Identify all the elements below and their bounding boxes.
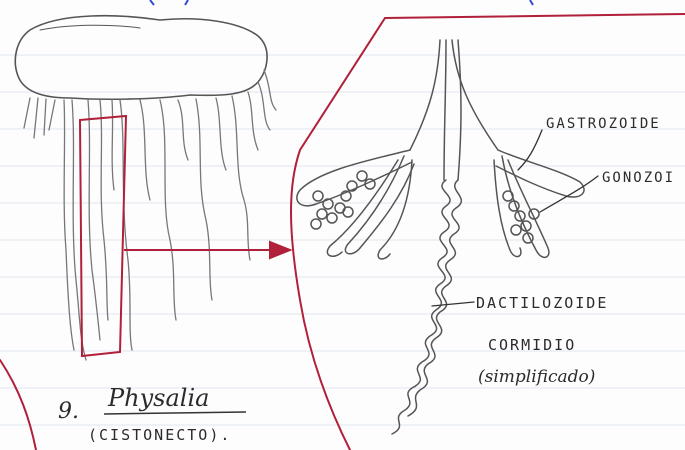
gastrozoide-label: GASTROZOIDE bbox=[546, 116, 661, 132]
physalia-float bbox=[15, 16, 267, 100]
species-name-underline bbox=[104, 412, 246, 414]
cormidio-label: CORMIDIO bbox=[488, 336, 576, 354]
gonozoide-label: GONOZOI bbox=[602, 170, 675, 186]
cormidio-note-label: (simplificado) bbox=[478, 367, 595, 387]
species-group: (CISTONECTO). bbox=[88, 426, 231, 444]
physalia-tentacles bbox=[24, 70, 276, 360]
top-handwriting-fragment bbox=[150, 0, 533, 5]
magnify-arrow bbox=[124, 242, 290, 258]
dactilozoide-label: DACTILOZOIDE bbox=[476, 294, 608, 312]
species-name: Physalia bbox=[107, 384, 209, 412]
figure-number: 9. bbox=[58, 399, 79, 424]
